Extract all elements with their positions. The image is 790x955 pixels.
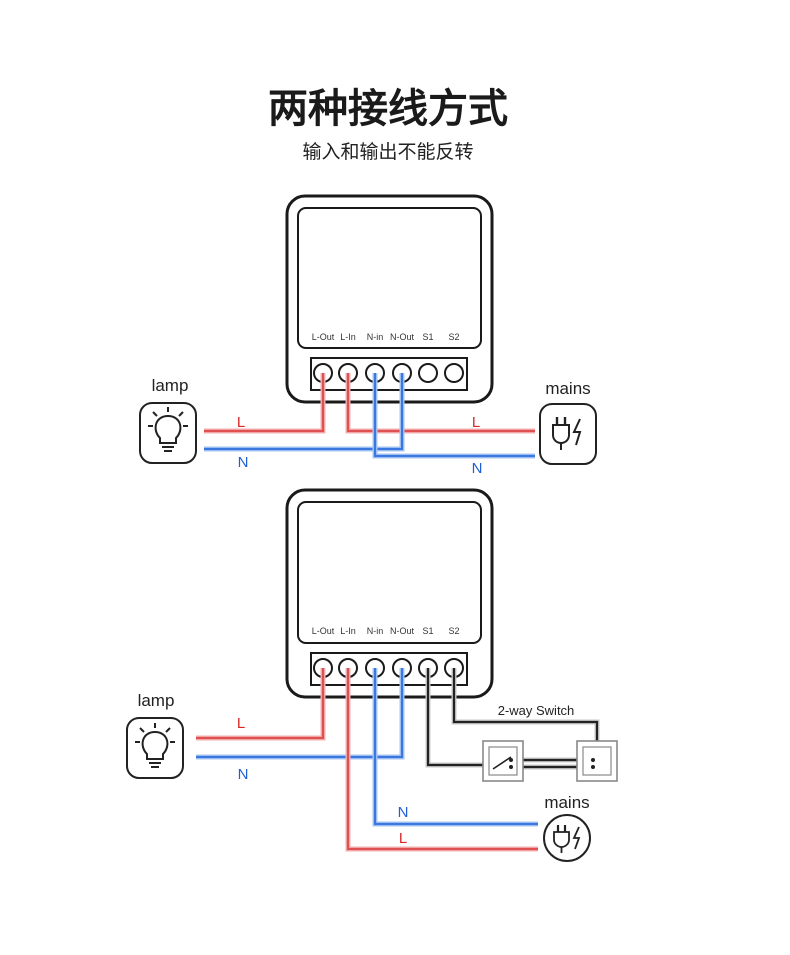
terminal-label-l-in: L-In: [340, 626, 356, 636]
wire-label-l-lamp: L: [237, 715, 245, 732]
wire-label-n-lamp: N: [238, 766, 249, 783]
wire-label-l-mains: L: [399, 830, 407, 847]
terminal-label-l-in: L-In: [340, 332, 356, 342]
terminal-label-n-out: N-Out: [390, 332, 415, 342]
lamp-label: lamp: [138, 691, 175, 710]
switch-module-1: L-Out L-In N-in N-Out S1 S2: [285, 194, 494, 404]
terminal-block: [310, 357, 468, 391]
power-plug-icon: [539, 403, 597, 465]
wire-label-l-mains: L: [472, 414, 480, 431]
page-subtitle: 输入和输出不能反转: [302, 141, 473, 163]
wall-switch-icon-1: [482, 740, 524, 782]
wires-2: [196, 668, 600, 852]
mains-label: mains: [545, 379, 590, 398]
terminal-label-l-out: L-Out: [312, 332, 335, 342]
wall-switch-icon-2: [576, 740, 618, 782]
wire-label-n-mains: N: [398, 804, 409, 821]
terminal-label-s2: S2: [448, 626, 459, 636]
terminal-label-s1: S1: [422, 332, 433, 342]
switch-module-2: L-Out L-In N-in N-Out S1 S2: [285, 488, 494, 699]
diagram-2: L-Out L-In N-in N-Out S1 S2: [126, 488, 618, 862]
terminal-label-s1: S1: [422, 626, 433, 636]
lightbulb-icon: [126, 717, 184, 779]
wire-label-n-lamp: N: [238, 454, 249, 471]
lamp-label: lamp: [152, 376, 189, 395]
lightbulb-icon: [139, 402, 197, 464]
page-title: 两种接线方式: [268, 86, 508, 132]
mains-label: mains: [544, 793, 589, 812]
diagram-1: L-Out L-In N-in N-Out S1 S2: [139, 194, 597, 477]
terminal-label-n-in: N-in: [367, 626, 384, 636]
terminal-label-n-out: N-Out: [390, 626, 415, 636]
terminal-block: [310, 652, 468, 686]
wire-label-l-lamp: L: [237, 414, 245, 431]
wire-label-n-mains: N: [472, 460, 483, 477]
wires-1: [204, 373, 535, 459]
terminal-label-n-in: N-in: [367, 332, 384, 342]
terminal-label-s2: S2: [448, 332, 459, 342]
terminal-label-l-out: L-Out: [312, 626, 335, 636]
power-plug-icon: [543, 814, 591, 862]
two-way-switch-label: 2-way Switch: [498, 703, 575, 718]
